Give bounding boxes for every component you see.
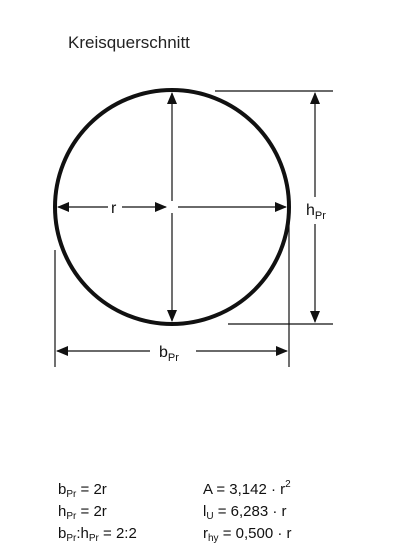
- formula-perimeter-var: l: [203, 503, 207, 520]
- formula-perimeter-sub: U: [206, 511, 214, 522]
- height-label-main: h: [306, 202, 315, 219]
- width-label-main: b: [159, 344, 168, 361]
- formula-width-rest: = 2r: [76, 481, 107, 498]
- cross-section-circle: [53, 88, 291, 326]
- formula-perimeter: lU = 6,283 · r: [203, 503, 287, 522]
- width-label: bPr: [159, 344, 179, 364]
- formula-hydraulic-radius-var: r: [203, 525, 208, 542]
- formula-height-sub: Pr: [66, 511, 77, 522]
- formula-perimeter-rest: = 6,283 · r: [213, 503, 287, 520]
- formula-width-sub: Pr: [66, 489, 77, 500]
- formula-area-text: A = 3,142 · r: [203, 481, 286, 498]
- formula-hydraulic-radius-sub: hy: [208, 533, 219, 544]
- formula-area: A = 3,142 · r2: [203, 479, 291, 499]
- formula-hydraulic-radius: rhy = 0,500 · r: [203, 525, 292, 544]
- formula-height: hPr = 2r: [58, 503, 107, 522]
- radius-label: r: [111, 200, 117, 217]
- formula-ratio-rest: = 2:2: [98, 525, 137, 542]
- formula-height-var: h: [58, 503, 67, 520]
- formula-height-rest: = 2r: [76, 503, 107, 520]
- formula-ratio-sub2: Pr: [88, 533, 99, 544]
- height-label: hPr: [306, 202, 326, 222]
- height-label-sub: Pr: [315, 210, 326, 222]
- formula-width: bPr = 2r: [58, 481, 107, 500]
- formula-hydraulic-radius-rest: = 0,500 · r: [218, 525, 292, 542]
- formula-ratio-mid: :h: [76, 525, 89, 542]
- page-title: Kreisquerschnitt: [68, 33, 190, 52]
- formula-ratio-var: b: [58, 525, 67, 542]
- formula-area-sup: 2: [285, 479, 291, 490]
- formula-ratio-sub: Pr: [66, 533, 77, 544]
- formula-ratio: bPr:hPr = 2:2: [58, 525, 137, 544]
- formula-width-var: b: [58, 481, 67, 498]
- width-label-sub: Pr: [168, 352, 179, 364]
